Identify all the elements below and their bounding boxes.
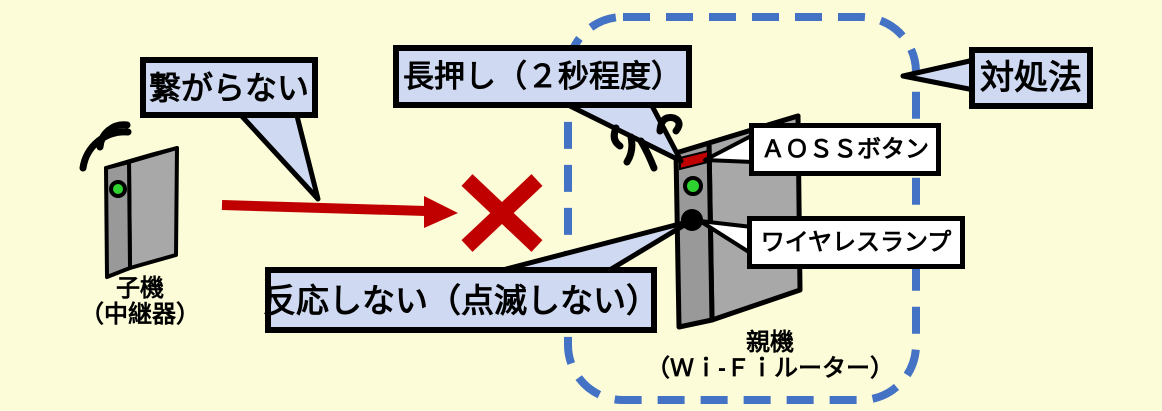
child-led-icon: [109, 180, 127, 198]
arrow-head: [424, 196, 458, 228]
no-response-callout: 反応しない（点滅しない）: [263, 267, 659, 333]
cannot-connect-callout: 繋がらない: [140, 57, 318, 118]
child-device: [79, 121, 179, 279]
cannot-connect-bubble-tail: [235, 109, 321, 202]
aoss-button-callout: ＡＯＳＳボタン: [749, 123, 941, 176]
wifi-signal-icon: [79, 128, 132, 172]
child-device-subname: （中継器）: [80, 300, 200, 328]
parent-device-caption: 親機 （Ｗｉ-Ｆｉルーター）: [625, 330, 915, 382]
press-gesture-doodle: [610, 114, 683, 172]
child-device-front-face: [104, 160, 132, 279]
child-device-name: 子機: [116, 275, 164, 302]
router-power-led-icon: [683, 176, 703, 196]
wireless-lamp-label: ワイヤレスランプ: [760, 228, 952, 256]
child-device-side-face: [127, 146, 179, 270]
cannot-connect-label: 繋がらない: [148, 69, 309, 106]
error-cross-icon: [461, 174, 543, 252]
long-press-callout: 長押し（２秒程度）: [393, 45, 692, 108]
router-front-face: [673, 140, 715, 330]
solution-label: 対処法: [980, 59, 1082, 97]
long-press-label: 長押し（２秒程度）: [403, 59, 682, 94]
connection-arrow: [221, 196, 458, 228]
parent-device-name: 親機: [746, 329, 794, 356]
parent-device-subname: （Ｗｉ-Ｆｉルーター）: [646, 354, 894, 382]
wireless-lamp-icon: [681, 209, 703, 231]
wireless-lamp-callout: ワイヤレスランプ: [747, 216, 965, 269]
aoss-button-label: ＡＯＳＳボタン: [761, 135, 929, 163]
no-response-label: 反応しない（点滅しない）: [263, 281, 659, 319]
solution-highlight-region: [564, 13, 920, 404]
arrow-shaft: [221, 200, 427, 216]
solution-callout: 対処法: [969, 47, 1093, 109]
child-device-caption: 子機 （中継器）: [40, 276, 240, 328]
